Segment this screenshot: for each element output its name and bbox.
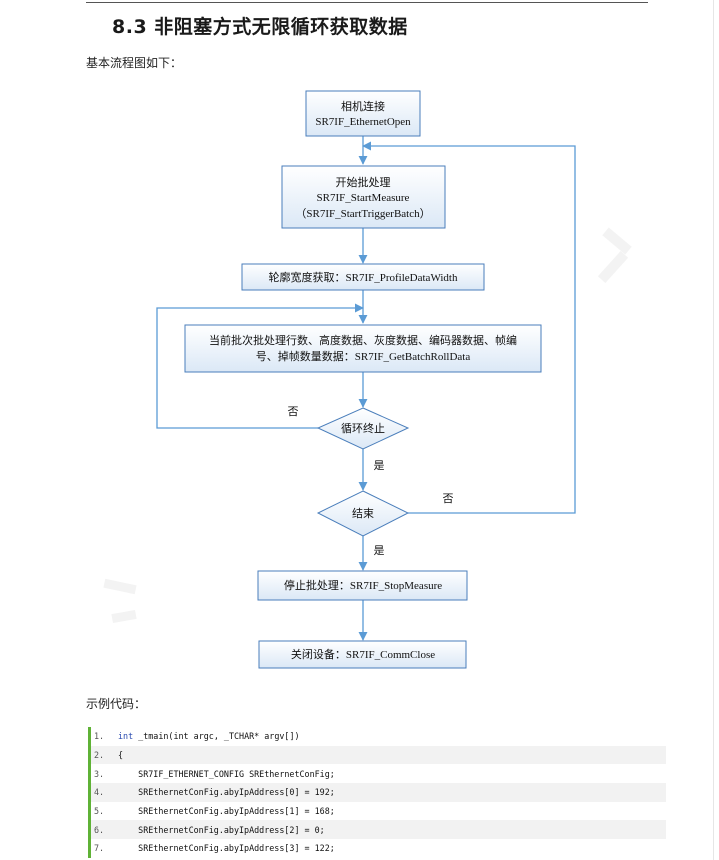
example-code-label: 示例代码： bbox=[86, 697, 147, 711]
code-content: SR7IF_ETHERNET_CONFIG SREthernetConFig; bbox=[118, 768, 335, 779]
box-profile-width bbox=[241, 263, 485, 291]
line-number: 2. bbox=[94, 750, 105, 761]
code-content: SREthernetConFig.abyIpAddress[1] = 168; bbox=[118, 806, 335, 817]
node-start-line-3: （SR7IF_StartTriggerBatch） bbox=[295, 207, 430, 220]
label-loop-no: 否 bbox=[288, 405, 299, 418]
label-finish-no: 否 bbox=[443, 492, 454, 505]
arrow-loop-no bbox=[156, 303, 364, 429]
node-start-line-1: 开始批处理 bbox=[336, 175, 391, 189]
node-get-batch-line-1: 当前批次批处理行数、高度数据、灰度数据、编码器数据、帧编 bbox=[209, 333, 517, 347]
node-close-device: 关闭设备：SR7IF_CommClose bbox=[291, 647, 435, 661]
box-stop-batch bbox=[257, 570, 468, 601]
line-number: 6. bbox=[94, 824, 105, 835]
code-line: 3. SR7IF_ETHERNET_CONFIG SREthernetConFi… bbox=[88, 764, 666, 784]
line-number: 1. bbox=[94, 731, 105, 742]
code-content: SREthernetConFig.abyIpAddress[0] = 192; bbox=[118, 787, 335, 798]
code-text: int _tmain(int argc, _TCHAR* argv[]) bbox=[118, 731, 300, 741]
code-line: 7. SREthernetConFig.abyIpAddress[3] = 12… bbox=[88, 839, 666, 858]
code-line: 5. SREthernetConFig.abyIpAddress[1] = 16… bbox=[88, 801, 666, 821]
label-loop-yes: 是 bbox=[374, 459, 385, 472]
code-line: 4. SREthernetConFig.abyIpAddress[0] = 19… bbox=[88, 783, 666, 802]
code-text: SR7IF_ETHERNET_CONFIG SREthernetConFig; bbox=[118, 769, 335, 779]
code-block: 1. int _tmain(int argc, _TCHAR* argv[]) 2… bbox=[88, 727, 666, 858]
line-number: 5. bbox=[94, 806, 105, 817]
section-title: 8.3 非阻塞方式无限循环获取数据 bbox=[112, 16, 408, 38]
code-text: SREthernetConFig.abyIpAddress[1] = 168; bbox=[118, 806, 335, 816]
header-rule bbox=[86, 2, 648, 3]
code-content: _tmain(int argc, _TCHAR* argv[]) bbox=[133, 731, 300, 742]
node-stop-batch: 停止批处理：SR7IF_StopMeasure bbox=[284, 578, 442, 592]
box-start-batch bbox=[281, 165, 446, 229]
arrow-finish-no bbox=[362, 141, 576, 514]
code-content: { bbox=[118, 750, 124, 761]
node-get-batch-line-2: 号、掉帧数量数据：SR7IF_GetBatchRollData bbox=[256, 349, 471, 363]
node-profile-width: 轮廓宽度获取：SR7IF_ProfileDataWidth bbox=[269, 270, 458, 284]
node-connect-line-1: 相机连接 bbox=[341, 99, 385, 113]
diamond-finish bbox=[316, 490, 410, 537]
node-connect-line-2: SR7IF_EthernetOpen bbox=[315, 116, 411, 128]
box-close-device bbox=[258, 640, 467, 669]
code-text: SREthernetConFig.abyIpAddress[0] = 192; bbox=[118, 787, 335, 797]
node-finish: 结束 bbox=[352, 507, 374, 520]
box-connect bbox=[305, 90, 421, 137]
code-text: SREthernetConFig.abyIpAddress[2] = 0; bbox=[118, 825, 325, 835]
code-text: SREthernetConFig.abyIpAddress[3] = 122; bbox=[118, 843, 335, 853]
line-number: 4. bbox=[94, 787, 105, 798]
page-edge-rule bbox=[713, 0, 714, 860]
label-finish-yes: 是 bbox=[374, 544, 385, 557]
node-start-line-2: SR7IF_StartMeasure bbox=[317, 192, 410, 204]
code-line: 6. SREthernetConFig.abyIpAddress[2] = 0; bbox=[88, 820, 666, 840]
code-content: SREthernetConFig.abyIpAddress[3] = 122; bbox=[118, 843, 335, 854]
code-content: SREthernetConFig.abyIpAddress[2] = 0; bbox=[118, 824, 325, 835]
flowchart: 相机连接 SR7IF_EthernetOpen 开始批处理 SR7IF_Star… bbox=[156, 90, 576, 669]
line-number: 7. bbox=[94, 843, 105, 854]
intro-text: 基本流程图如下： bbox=[86, 56, 183, 70]
box-get-batch bbox=[184, 324, 542, 373]
node-loop-end: 循环终止 bbox=[341, 421, 385, 435]
code-text: { bbox=[118, 750, 123, 760]
code-keyword: int bbox=[118, 731, 134, 742]
diamond-loop-end bbox=[316, 407, 410, 450]
code-line: 2. { bbox=[88, 745, 666, 765]
code-line: 1. int _tmain(int argc, _TCHAR* argv[]) bbox=[88, 727, 666, 746]
line-number: 3. bbox=[94, 768, 105, 779]
